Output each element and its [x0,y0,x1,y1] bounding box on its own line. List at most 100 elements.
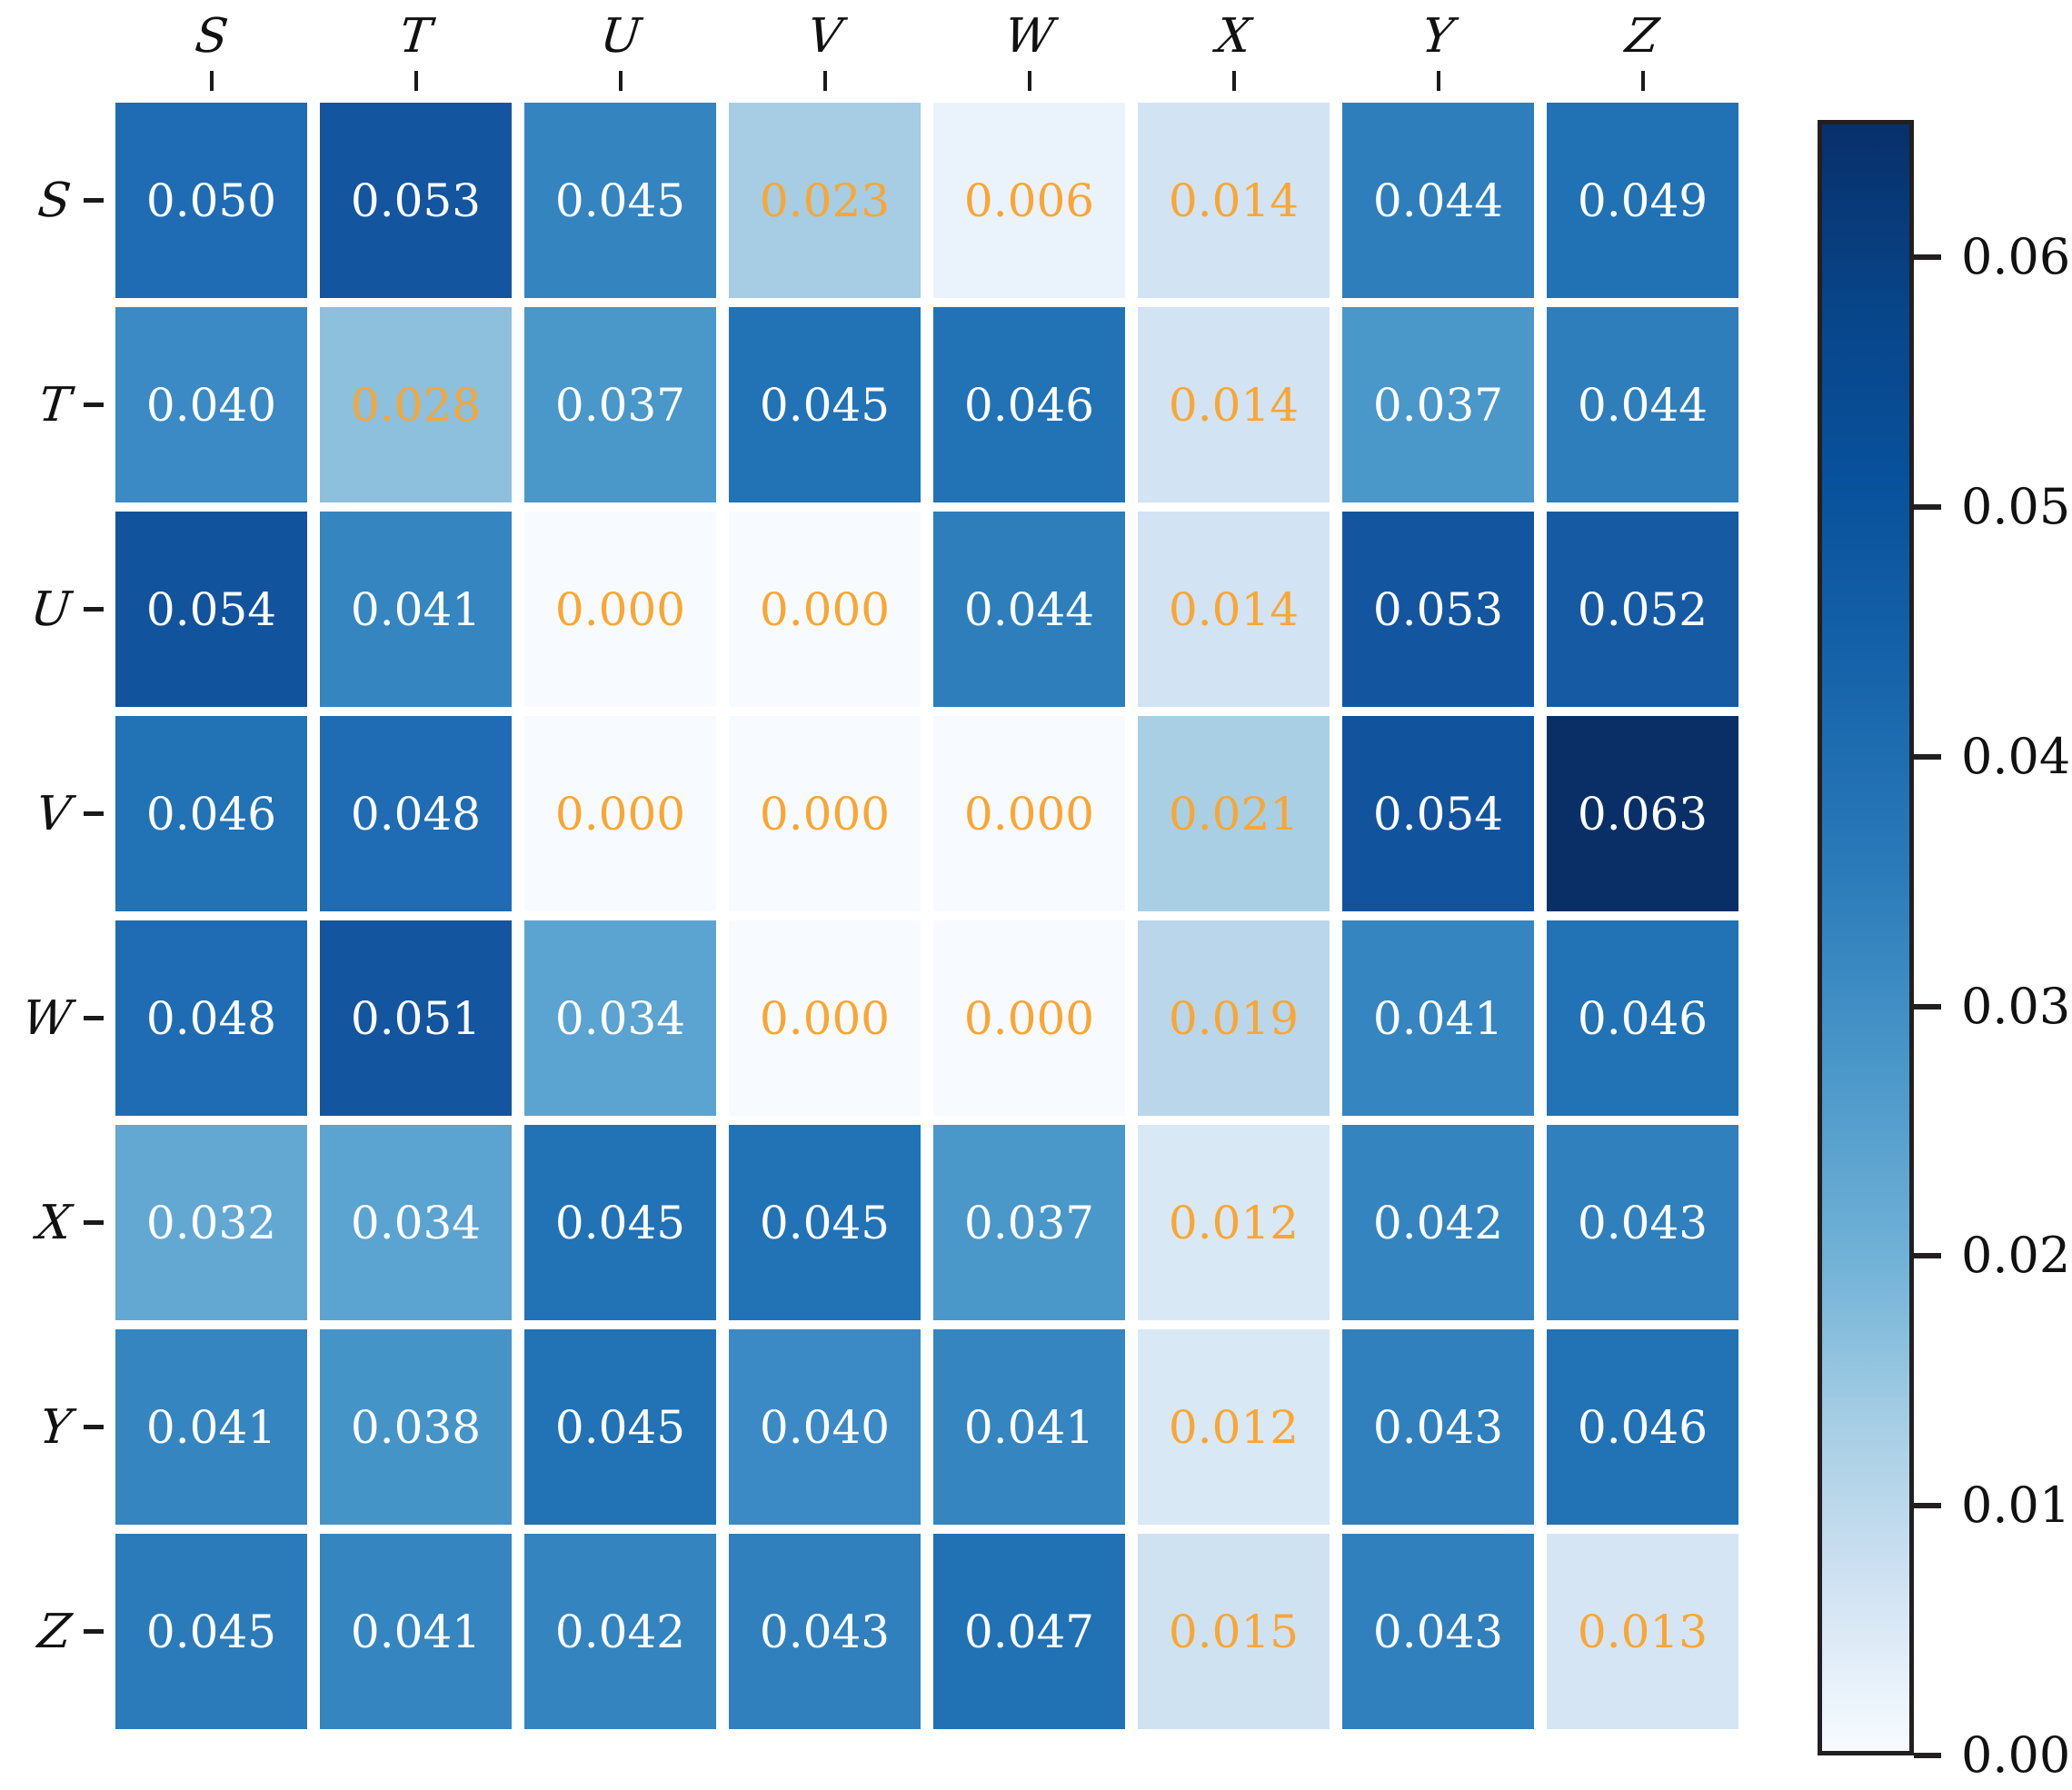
heatmap-cell-y-v[interactable]: 0.040 [729,1329,921,1525]
heatmap-cell-s-x[interactable]: 0.014 [1138,103,1330,298]
column-tick-s [209,71,214,91]
heatmap-cell-t-v[interactable]: 0.045 [729,307,921,502]
heatmap-cell-w-s[interactable]: 0.048 [115,920,307,1116]
heatmap-cell-s-w[interactable]: 0.006 [933,103,1125,298]
heatmap-cell-wrap: 0.032 [109,1120,314,1325]
heatmap-cell-s-v[interactable]: 0.023 [729,103,921,298]
heatmap-cell-value: 0.045 [554,174,686,227]
heatmap-cell-v-z[interactable]: 0.063 [1547,716,1738,911]
heatmap-cell-wrap: 0.045 [518,1325,722,1529]
heatmap-cell-u-z[interactable]: 0.052 [1547,512,1738,707]
heatmap-cell-x-t[interactable]: 0.034 [320,1125,512,1320]
heatmap-cell-value: 0.049 [1577,174,1708,227]
heatmap-cell-u-v[interactable]: 0.000 [729,512,921,707]
heatmap-cell-z-u[interactable]: 0.042 [524,1534,716,1729]
heatmap-cell-v-y[interactable]: 0.054 [1342,716,1534,911]
heatmap-cell-wrap: 0.042 [1336,1120,1540,1325]
heatmap-cell-x-s[interactable]: 0.032 [115,1125,307,1320]
heatmap-cell-wrap: 0.044 [1336,98,1540,303]
heatmap-cell-w-v[interactable]: 0.000 [729,920,921,1116]
heatmap-cell-t-u[interactable]: 0.037 [524,307,716,502]
heatmap-cell-value: 0.040 [759,1400,891,1454]
heatmap-cell-z-v[interactable]: 0.043 [729,1534,921,1729]
heatmap-cell-u-u[interactable]: 0.000 [524,512,716,707]
heatmap-cell-x-w[interactable]: 0.037 [933,1125,1125,1320]
heatmap-cell-value: 0.028 [350,378,482,432]
heatmap-cell-s-u[interactable]: 0.045 [524,103,716,298]
heatmap-cell-z-w[interactable]: 0.047 [933,1534,1125,1729]
heatmap-cell-x-v[interactable]: 0.045 [729,1125,921,1320]
heatmap-cell-wrap: 0.028 [314,303,518,507]
heatmap-cell-v-x[interactable]: 0.021 [1138,716,1330,911]
heatmap-cell-s-y[interactable]: 0.044 [1342,103,1534,298]
heatmap-cell-wrap: 0.054 [1336,711,1540,916]
heatmap-cell-t-z[interactable]: 0.044 [1547,307,1738,502]
heatmap-cell-value: 0.012 [1168,1400,1300,1454]
heatmap-cell-w-y[interactable]: 0.041 [1342,920,1534,1116]
colorbar-tick: 0.01 [1914,1481,2070,1530]
heatmap-cell-v-s[interactable]: 0.046 [115,716,307,911]
heatmap-cell-value: 0.051 [350,991,482,1045]
colorbar-tick-label: 0.05 [1961,477,2071,535]
heatmap-cell-w-u[interactable]: 0.034 [524,920,716,1116]
heatmap-cell-z-t[interactable]: 0.041 [320,1534,512,1729]
heatmap-cell-y-w[interactable]: 0.041 [933,1329,1125,1525]
heatmap-cell-y-u[interactable]: 0.045 [524,1329,716,1525]
heatmap-cell-u-t[interactable]: 0.041 [320,512,512,707]
heatmap-cell-wrap: 0.054 [109,507,314,711]
heatmap-cell-t-t[interactable]: 0.028 [320,307,512,502]
heatmap-cell-y-t[interactable]: 0.038 [320,1329,512,1525]
heatmap-cell-w-z[interactable]: 0.046 [1547,920,1738,1116]
heatmap-cell-w-w[interactable]: 0.000 [933,920,1125,1116]
heatmap-cell-u-s[interactable]: 0.054 [115,512,307,707]
heatmap-cell-s-z[interactable]: 0.049 [1547,103,1738,298]
heatmap-cell-t-s[interactable]: 0.040 [115,307,307,502]
heatmap-cell-wrap: 0.043 [1336,1325,1540,1529]
column-label-u: U [597,9,643,64]
heatmap-cell-v-t[interactable]: 0.048 [320,716,512,911]
heatmap-cell-u-w[interactable]: 0.044 [933,512,1125,707]
heatmap-cell-w-t[interactable]: 0.051 [320,920,512,1116]
heatmap-cell-t-w[interactable]: 0.046 [933,307,1125,502]
heatmap-cell-x-u[interactable]: 0.045 [524,1125,716,1320]
heatmap-cell-value: 0.038 [350,1400,482,1454]
heatmap-cell-y-x[interactable]: 0.012 [1138,1329,1330,1525]
heatmap-cell-y-s[interactable]: 0.041 [115,1329,307,1525]
heatmap-cell-u-y[interactable]: 0.053 [1342,512,1534,707]
heatmap-cell-value: 0.034 [350,1196,482,1249]
heatmap-cell-s-t[interactable]: 0.053 [320,103,512,298]
colorbar-gradient [1818,120,1914,1755]
heatmap-cell-wrap: 0.043 [1336,1529,1540,1734]
heatmap-cell-wrap: 0.037 [1336,303,1540,507]
heatmap-cell-x-x[interactable]: 0.012 [1138,1125,1330,1320]
column-tick-z [1640,71,1645,91]
heatmap-cell-z-z[interactable]: 0.013 [1547,1534,1738,1729]
heatmap-cell-wrap: 0.046 [1540,1325,1745,1529]
heatmap-cell-value: 0.013 [1577,1605,1708,1658]
heatmap-cell-wrap: 0.041 [1336,916,1540,1120]
colorbar-tick-label: 0.03 [1961,977,2071,1035]
heatmap-cell-wrap: 0.000 [722,916,927,1120]
heatmap-cell-u-x[interactable]: 0.014 [1138,512,1330,707]
heatmap-cell-wrap: 0.000 [722,711,927,916]
heatmap-cell-x-y[interactable]: 0.042 [1342,1125,1534,1320]
heatmap-cell-v-w[interactable]: 0.000 [933,716,1125,911]
colorbar-tick-line [1914,254,1941,261]
heatmap-cell-z-x[interactable]: 0.015 [1138,1534,1330,1729]
heatmap-cell-w-x[interactable]: 0.019 [1138,920,1330,1116]
heatmap-cell-wrap: 0.015 [1131,1529,1336,1734]
heatmap-cell-y-z[interactable]: 0.046 [1547,1329,1738,1525]
heatmap-cell-wrap: 0.000 [518,507,722,711]
heatmap-cell-s-s[interactable]: 0.050 [115,103,307,298]
heatmap-cell-wrap: 0.050 [109,98,314,303]
heatmap-cell-z-y[interactable]: 0.043 [1342,1534,1534,1729]
heatmap-cell-x-z[interactable]: 0.043 [1547,1125,1738,1320]
heatmap-cell-t-y[interactable]: 0.037 [1342,307,1534,502]
heatmap-cell-z-s[interactable]: 0.045 [115,1534,307,1729]
heatmap-cell-v-v[interactable]: 0.000 [729,716,921,911]
heatmap-cell-v-u[interactable]: 0.000 [524,716,716,911]
heatmap-cell-t-x[interactable]: 0.014 [1138,307,1330,502]
heatmap-cell-y-y[interactable]: 0.043 [1342,1329,1534,1525]
